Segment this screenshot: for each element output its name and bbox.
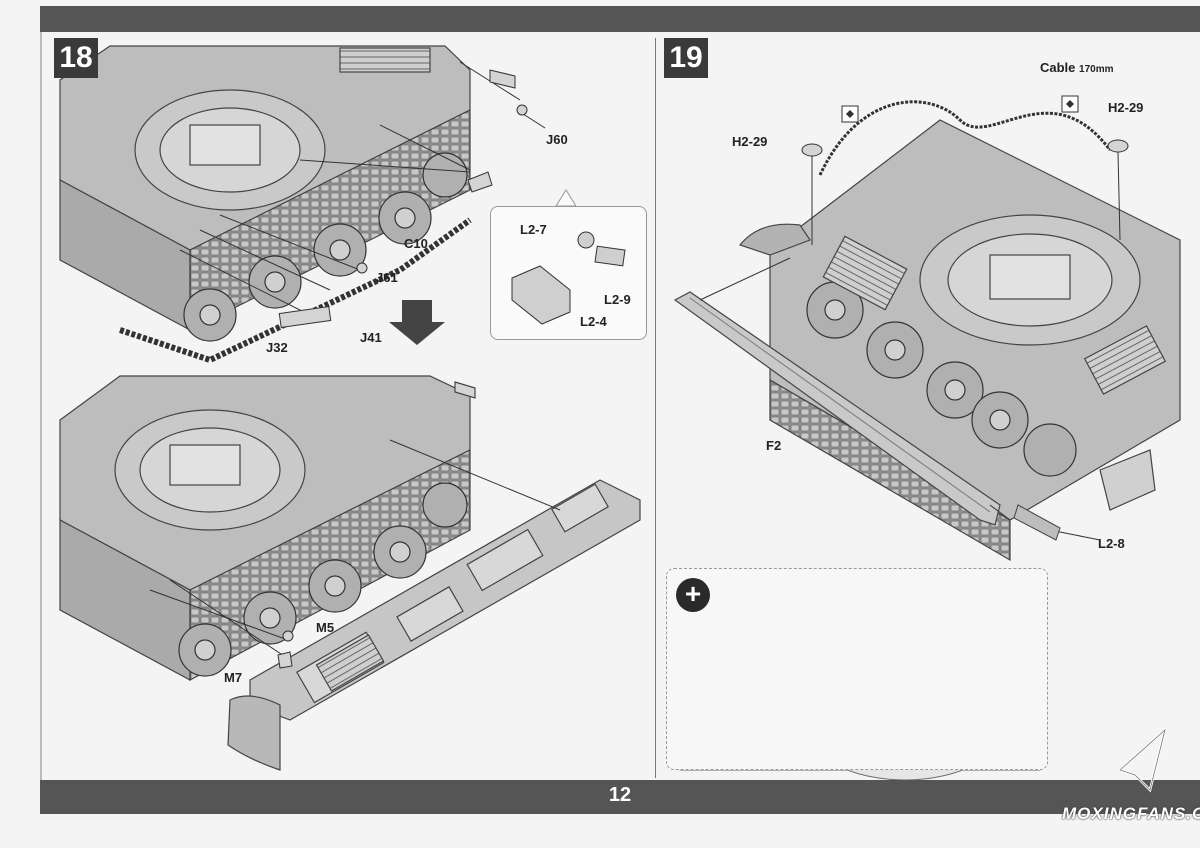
label-l2-8: L2-8 <box>1098 536 1125 551</box>
zoom-in-icon: + <box>676 578 710 612</box>
header-bar <box>40 6 1200 32</box>
fender-part-l2-8 <box>1013 504 1061 541</box>
watermark-text: MOXINGFANS.COM <box>1062 804 1200 823</box>
page-number: 12 <box>608 784 632 806</box>
step18-bottom-hull <box>59 375 476 682</box>
label-l2-9: L2-9 <box>604 292 631 307</box>
label-j41: J41 <box>360 330 382 345</box>
label-h2-29-left: H2-29 <box>732 134 768 149</box>
detail-callout <box>490 206 647 340</box>
label-h2-29-right: H2-29 <box>1108 100 1144 115</box>
side-skirt-f2 <box>673 291 1001 526</box>
step18-top-hull <box>59 45 472 364</box>
label-f2: F2 <box>766 438 782 453</box>
label-cable: Cable 170mm <box>1040 60 1114 75</box>
column-divider <box>655 38 656 778</box>
label-j32: J32 <box>266 340 288 355</box>
binding-spine <box>40 32 42 780</box>
cable-length: 170mm <box>1079 64 1114 75</box>
footer-bar <box>40 780 1200 814</box>
label-c10: C10 <box>404 236 428 251</box>
cable-name: Cable <box>1040 60 1076 75</box>
step-number-19: 19 <box>664 38 708 78</box>
sequence-arrow <box>389 300 445 345</box>
zoom-detail-frame <box>666 568 1048 770</box>
label-j60: J60 <box>546 132 568 147</box>
label-l2-4: L2-4 <box>580 314 607 329</box>
label-m7: M7 <box>224 670 243 685</box>
left-fender-assembly <box>227 479 641 771</box>
label-m5: M5 <box>316 620 335 635</box>
step-number-18: 18 <box>54 38 98 78</box>
label-j61: J61 <box>376 270 398 285</box>
tow-cable <box>818 100 1112 176</box>
label-l2-7: L2-7 <box>520 222 547 237</box>
